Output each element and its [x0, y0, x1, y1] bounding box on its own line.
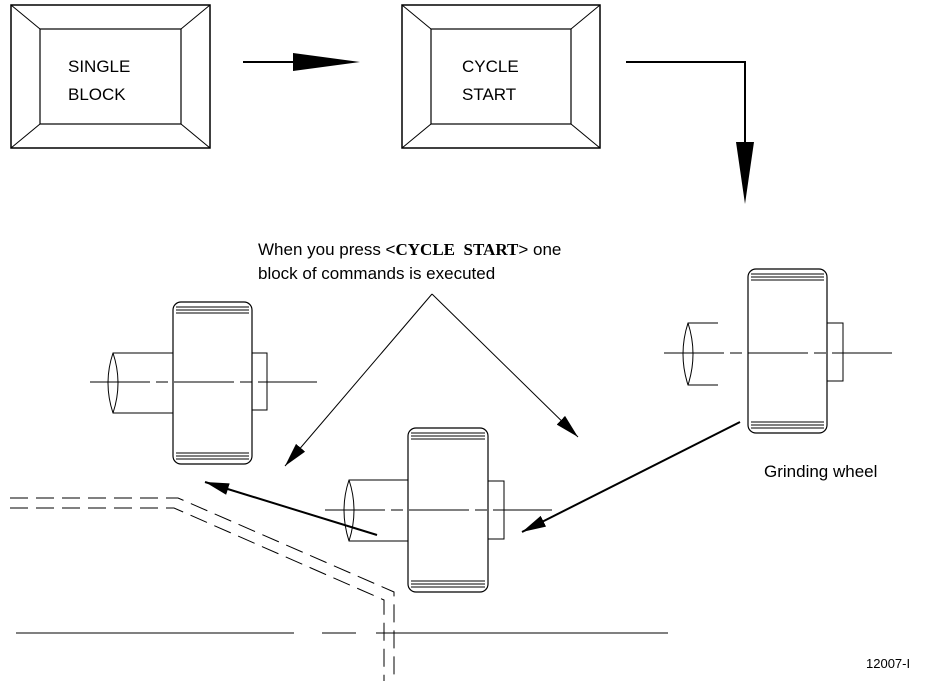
svg-text:When you press <CYCLE START>: When you press <CYCLE START> one [258, 240, 561, 259]
flow-arrow-single-to-cycle [243, 53, 360, 71]
motion-arrows [204, 421, 741, 536]
grinding-wheel-label: Grinding wheel [764, 462, 877, 481]
single-block-button[interactable]: SINGLE BLOCK [10, 4, 211, 149]
single-block-label-line1: SINGLE [68, 57, 130, 76]
figure-number: 12007-I [866, 656, 910, 671]
annotation-line2: block of commands is executed [258, 264, 495, 283]
cycle-start-label-line2: START [462, 85, 516, 104]
annotation-text: When you press <CYCLE START> one block o… [258, 240, 561, 283]
grinding-wheel-left [90, 301, 317, 465]
single-block-label-line2: BLOCK [68, 85, 126, 104]
flow-arrow-cycle-to-wheel [626, 61, 754, 204]
workpiece-profile [10, 497, 395, 681]
grinding-wheel-middle [325, 427, 552, 593]
annotation-prefix: When you press < [258, 240, 396, 259]
annotation-suffix: > one [518, 240, 561, 259]
annotation-pointer-arrows [284, 293, 579, 467]
cycle-start-button[interactable]: CYCLE START [401, 4, 601, 149]
grinding-wheel-right [664, 268, 892, 434]
annotation-bold-key: CYCLE START [396, 240, 519, 259]
cycle-start-label-line1: CYCLE [462, 57, 519, 76]
